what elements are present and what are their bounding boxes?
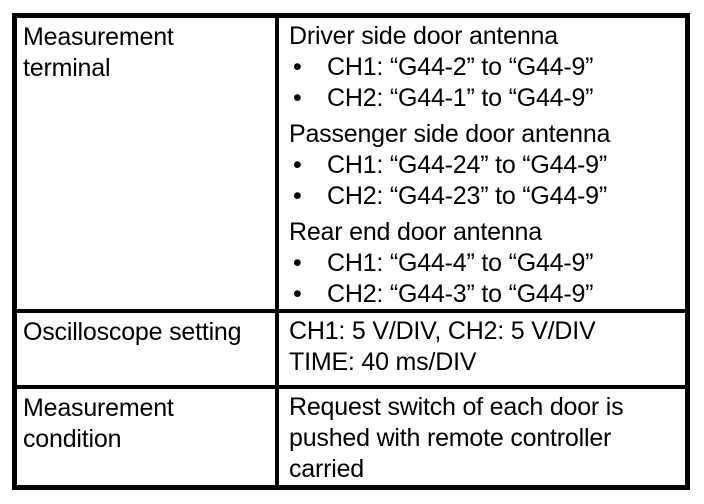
list-item: • CH1: “G44-24” to “G44-9” [289,150,679,181]
table-row-measurement-terminal: Measurement terminal Driver side door an… [17,18,685,309]
channel-terminal-text: CH1: “G44-2” to “G44-9” [327,53,594,81]
channel-terminal-text: CH2: “G44-23” to “G44-9” [327,182,608,210]
list-item: • CH1: “G44-4” to “G44-9” [289,248,679,279]
row-value-cell-measurement-condition: Request switch of each door is pushed wi… [275,389,685,485]
list-item: • CH2: “G44-23” to “G44-9” [289,181,679,212]
bullet-icon: • [293,84,302,112]
row-label-line: terminal [23,54,111,82]
antenna-heading: Passenger side door antenna [289,120,611,148]
table-row-measurement-condition: Measurement condition Request switch of … [17,385,685,485]
antenna-block-driver: Driver side door antenna • CH1: “G44-2” … [289,21,679,114]
row-label-line: Measurement [23,394,174,422]
measurement-condition-text: Request switch of each door is pushed wi… [289,393,624,483]
antenna-block-passenger: Passenger side door antenna • CH1: “G44-… [289,119,679,212]
channel-terminal-text: CH2: “G44-3” to “G44-9” [327,280,594,308]
bullet-icon: • [293,280,302,308]
antenna-heading: Rear end door antenna [289,218,542,246]
row-value-cell-measurement-terminal: Driver side door antenna • CH1: “G44-2” … [275,18,685,309]
measurement-spec-table: Measurement terminal Driver side door an… [12,13,690,490]
list-item: • CH1: “G44-2” to “G44-9” [289,52,679,83]
bullet-icon: • [293,151,302,179]
row-value-cell-oscilloscope-setting: CH1: 5 V/DIV, CH2: 5 V/DIV TIME: 40 ms/D… [275,313,685,385]
row-label-line: condition [23,425,122,453]
antenna-heading: Driver side door antenna [289,22,558,50]
table-row-oscilloscope-setting: Oscilloscope setting CH1: 5 V/DIV, CH2: … [17,309,685,385]
row-label-line: Oscilloscope setting [23,318,242,346]
row-label-cell-oscilloscope-setting: Oscilloscope setting [17,313,275,385]
bullet-icon: • [293,182,302,210]
oscilloscope-channels-text: CH1: 5 V/DIV, CH2: 5 V/DIV [289,317,596,345]
row-label-line: Measurement [23,23,174,51]
row-label-cell-measurement-condition: Measurement condition [17,389,275,485]
antenna-block-rear: Rear end door antenna • CH1: “G44-4” to … [289,217,679,309]
row-label-cell-measurement-terminal: Measurement terminal [17,18,275,309]
channel-terminal-text: CH1: “G44-4” to “G44-9” [327,249,594,277]
oscilloscope-time-text: TIME: 40 ms/DIV [289,348,477,376]
bullet-icon: • [293,249,302,277]
bullet-icon: • [293,53,302,81]
list-item: • CH2: “G44-1” to “G44-9” [289,83,679,114]
channel-terminal-text: CH1: “G44-24” to “G44-9” [327,151,608,179]
list-item: • CH2: “G44-3” to “G44-9” [289,279,679,309]
channel-terminal-text: CH2: “G44-1” to “G44-9” [327,84,594,112]
